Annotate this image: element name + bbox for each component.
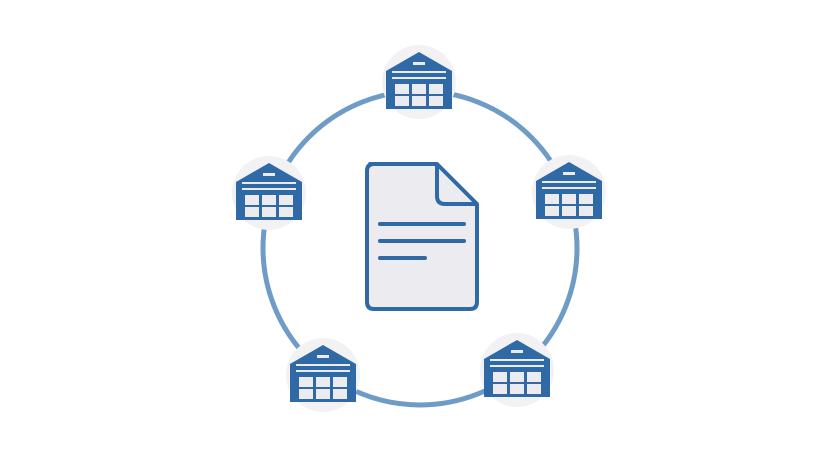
warehouse-icon [531, 154, 607, 230]
warehouse-node-bottom-right [479, 332, 555, 408]
warehouse-node-right [531, 154, 607, 230]
document-icon [365, 162, 479, 311]
warehouse-icon [479, 332, 555, 408]
warehouse-icon [381, 44, 457, 120]
warehouse-node-top [381, 44, 457, 120]
warehouse-icon [285, 337, 361, 413]
warehouse-node-left [231, 155, 307, 231]
warehouse-icon [231, 155, 307, 231]
warehouse-node-bottom-left [285, 337, 361, 413]
